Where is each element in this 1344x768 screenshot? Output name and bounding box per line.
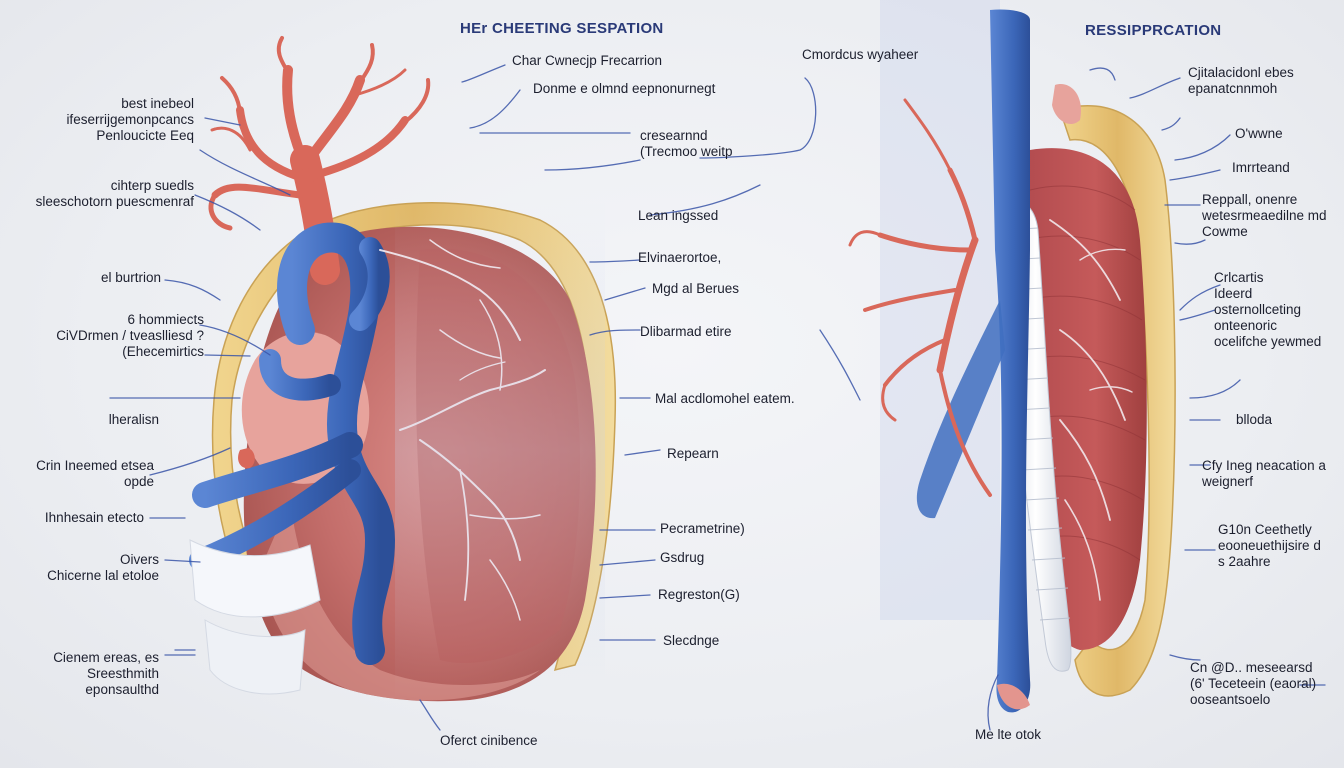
label-left-7: Ihnhesain etecto bbox=[44, 510, 144, 525]
left-artery bbox=[208, 36, 431, 285]
leader-lines bbox=[109, 64, 1326, 731]
title-left: HEr CHEETING SESPATION bbox=[460, 20, 664, 37]
label-center-2: Donme e olmnd eepnonurnegt bbox=[533, 81, 716, 96]
label-right-3: Imrrteand bbox=[1232, 160, 1290, 175]
title-right: RESSIPPRCATION bbox=[1085, 22, 1222, 39]
label-left-3: el burtrion bbox=[100, 270, 161, 285]
label-left-5: lheralisn bbox=[108, 412, 159, 427]
label-right-1: Cjitalacidonl ebes epanatcnnmoh bbox=[1188, 65, 1294, 96]
label-center-16: Me lte otok bbox=[975, 727, 1042, 742]
label-left-4: 6 hommiects CiVDrmen / tveaslliesd ? (Eh… bbox=[56, 312, 204, 359]
label-center-12: Gsdrug bbox=[660, 550, 705, 565]
label-center-7: Mgd al Berues bbox=[652, 281, 740, 296]
label-right-2: O'wwne bbox=[1235, 126, 1283, 141]
label-center-5: Lean ingssed bbox=[638, 208, 719, 223]
label-right-8: G10n Ceethetly eooneuethijsire d s 2aahr… bbox=[1218, 522, 1321, 569]
label-left-8: Oivers Chicerne lal etoloe bbox=[47, 552, 159, 583]
label-center-15: Oferct cinibence bbox=[440, 733, 538, 748]
label-center-10: Repearn bbox=[667, 446, 719, 461]
label-left-9: Cienem ereas, es Sreesthmith eponsaulthd bbox=[53, 650, 159, 697]
left-lung-group bbox=[189, 36, 617, 702]
label-right-6: blloda bbox=[1236, 412, 1273, 427]
label-right-9: Cn @D.. meseearsd (6' Teceteein (eaoral)… bbox=[1190, 660, 1317, 707]
right-artery bbox=[848, 98, 992, 497]
label-center-11: Pecrametrine) bbox=[660, 521, 745, 536]
label-center-8: Dlibarmad etire bbox=[640, 324, 732, 339]
label-right-5: Crlcartis Ideerd osternollceting onteeno… bbox=[1214, 270, 1322, 349]
label-center-13: Regreston(G) bbox=[658, 587, 740, 602]
label-center-4: cresearnnd (Trecmoo weitp bbox=[640, 128, 733, 159]
label-right-7: Cfy Ineg neacation a weignerf bbox=[1202, 458, 1326, 489]
label-left-2: cihterp suedls sleeschotorn puescmenraf bbox=[35, 178, 194, 209]
label-left-1: best inebeol ifeserrijgemonpcancs Penlou… bbox=[66, 96, 194, 143]
label-center-6: Elvinaerortoe, bbox=[638, 250, 722, 265]
label-center-1: Char Cwnecjp Frecarrion bbox=[512, 53, 663, 68]
label-center-9: Mal acdlomohel eatem. bbox=[655, 391, 795, 406]
label-center-3: Cmordcus wyaheer bbox=[802, 47, 919, 62]
right-vein bbox=[990, 9, 1031, 713]
label-left-6: Crin Ineemed etsea opde bbox=[36, 458, 154, 489]
right-lung-group bbox=[848, 0, 1176, 713]
label-right-4: Reppall, onenre wetesrmeaedilne md Cowme bbox=[1202, 192, 1327, 239]
label-center-14: Slecdnge bbox=[663, 633, 720, 648]
